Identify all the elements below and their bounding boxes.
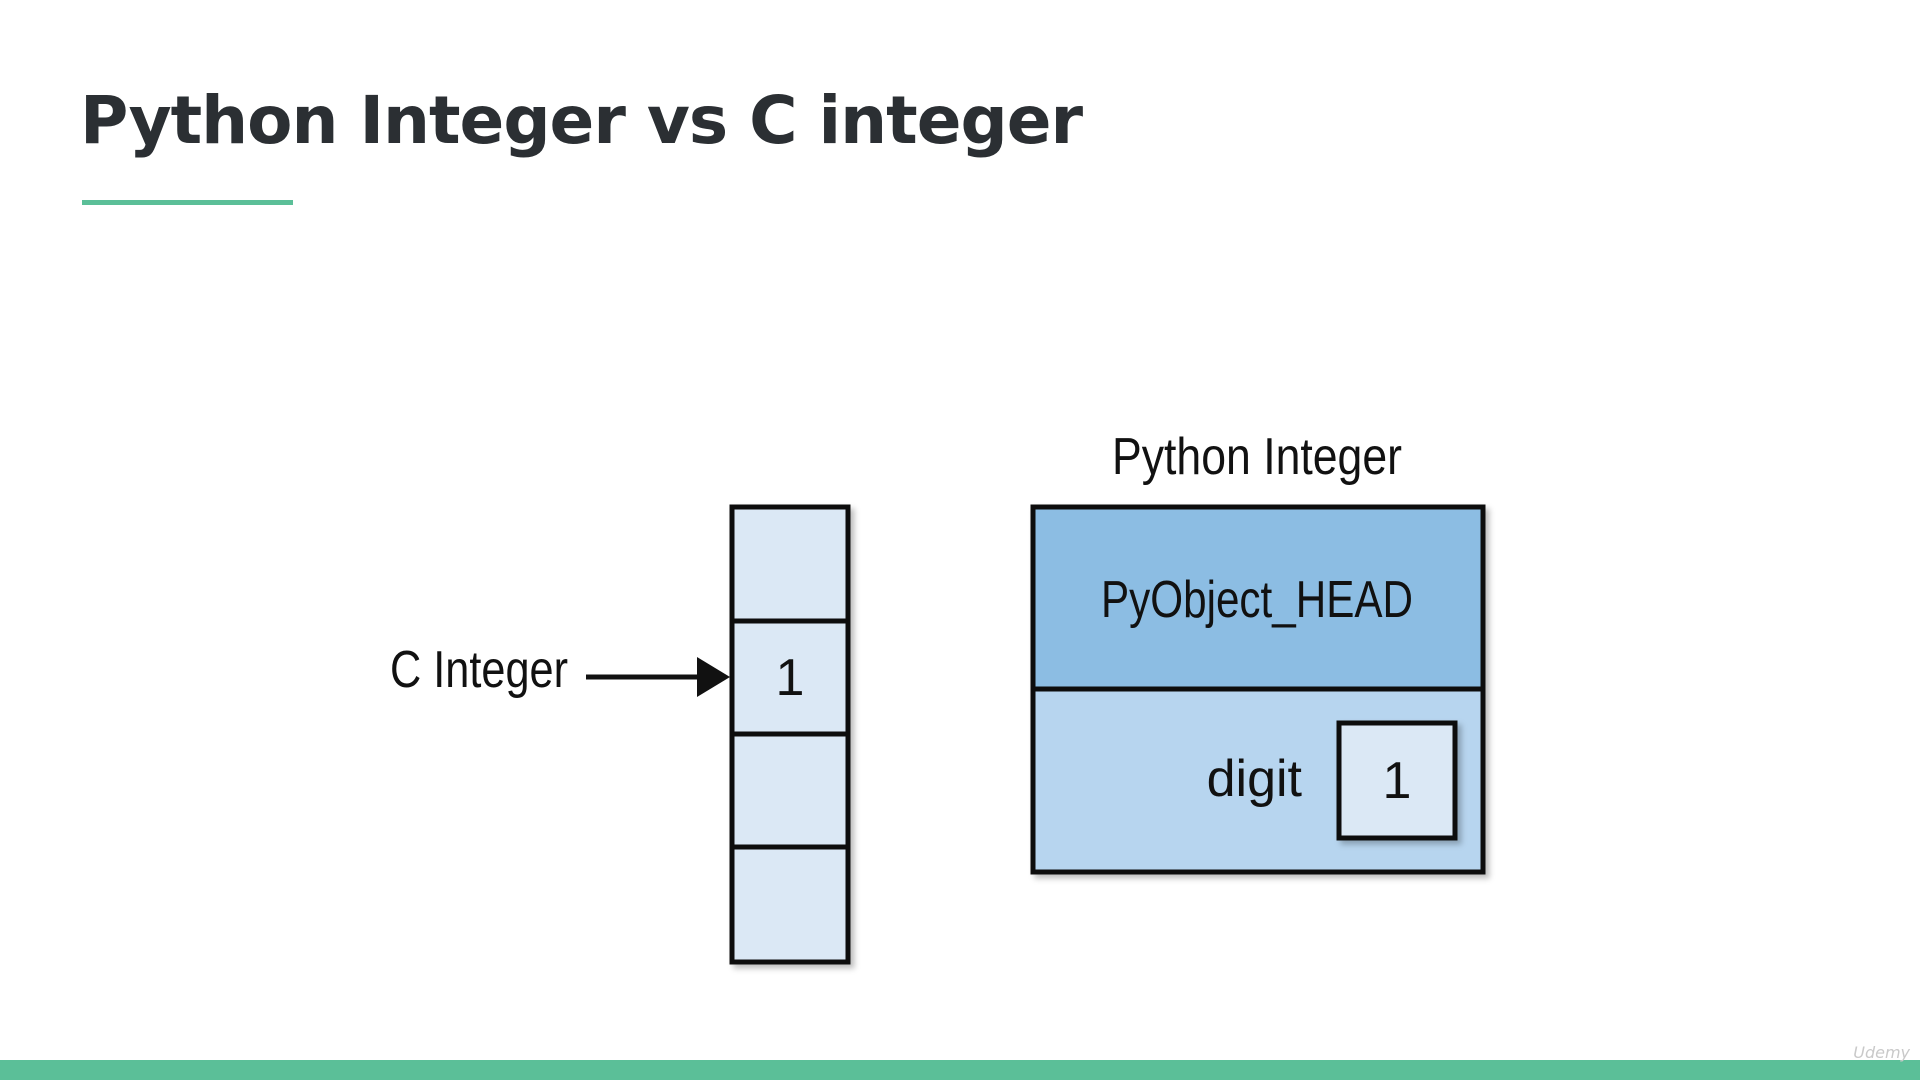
c-cell-1 [732,621,848,734]
footer-bar [0,1060,1920,1080]
digit-value-box [1336,720,1458,841]
python-integer-label: Python Integer [1112,428,1402,486]
digit-label: digit [1207,750,1303,808]
c-cell-1-value: 1 [776,649,805,707]
c-cell-3 [732,847,848,962]
slide-title: Python Integer vs C integer [80,82,1083,159]
c-cell-0 [732,507,848,621]
digit-value: 1 [1383,752,1412,810]
c-cell-2 [732,734,848,847]
c-integer-column [729,504,851,965]
python-integer-box [1030,504,1486,875]
c-integer-label: C Integer [390,641,568,699]
udemy-watermark: Udemy [1853,1043,1910,1062]
title-underline [82,200,293,205]
pyobject-head-section [1033,507,1483,689]
pyobject-head-label: PyObject_HEAD [1101,571,1413,629]
pointer-arrow-head [697,657,730,697]
